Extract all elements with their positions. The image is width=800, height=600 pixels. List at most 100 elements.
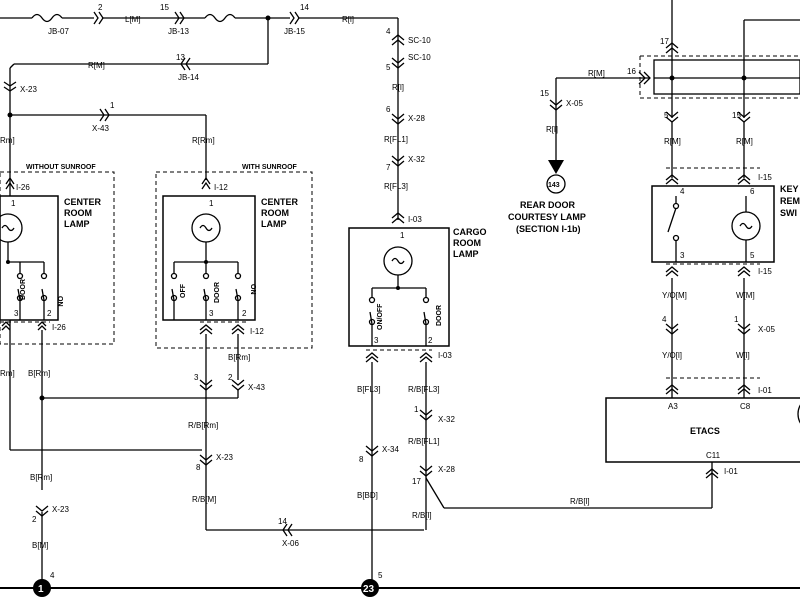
mid-left-wiring: B[Rm] 3 2 X-43 R/B[Rm] 8 X-23 R/B[M] 14 …: [10, 334, 424, 588]
diagram-label: 23: [363, 584, 375, 595]
diagram-label: 7: [386, 163, 391, 172]
rear-door-branch: R[M] 15 X-05 R[l] 143 REAR DOOR COURTESY…: [508, 69, 650, 234]
diagram-label: 17: [660, 37, 669, 46]
diagram-label: I-12: [250, 327, 264, 336]
x05a-connector: [549, 99, 563, 111]
key-remind-switch-box: [651, 185, 775, 263]
x23a-connector: [3, 81, 17, 92]
diagram-label: 4: [680, 187, 685, 196]
x43b-connector: [199, 379, 213, 391]
diagram-label: 143: [548, 182, 560, 189]
jb-connectors: 2 JB-07 15 JB-13 14 JB-15 L[M] R[l] 13 J…: [48, 3, 354, 82]
diagram-label: SC-10: [408, 36, 431, 45]
wire-r-rm: R[Rm]: [192, 136, 215, 145]
diagram-label: 4: [50, 571, 55, 580]
diagram-label: 1: [414, 405, 419, 414]
diagram-label: Rm]: [0, 369, 15, 378]
wire-w-m: W[M]: [736, 291, 755, 300]
diagram-label: ETACS: [690, 426, 720, 436]
diagram-label: I-12: [214, 183, 228, 192]
diagram-label: ON/OFF: [377, 303, 384, 330]
wire-b-rm-lower: B[Rm]: [30, 473, 52, 482]
ref-circle-143: [546, 174, 566, 194]
diagram-label: X-32: [438, 415, 455, 424]
diagram-label: 1: [209, 199, 214, 208]
diagram-label: 5: [664, 111, 669, 120]
wire-r-fl3: R[FL3]: [384, 182, 408, 191]
diagram-label: 4: [662, 315, 667, 324]
jb07-label: JB-07: [48, 27, 69, 36]
diagram-label: ROOM: [261, 208, 289, 218]
without-sunroof-label: WITHOUT SUNROOF: [26, 164, 96, 171]
diagram-label: X-43: [248, 383, 265, 392]
diagram-label: 5: [378, 571, 383, 580]
sc10a-connector: [391, 34, 405, 46]
diagram-label: LAMP: [261, 219, 287, 229]
wire-rb-l-right: R/B[l]: [570, 497, 590, 506]
jb07-connector: [93, 11, 104, 25]
wire-rb-m: R/B[M]: [192, 495, 216, 504]
x05b-connector: [665, 323, 679, 335]
diagram-label: LAMP: [453, 249, 479, 259]
diagram-label: 15: [540, 89, 549, 98]
diagram-label: 1: [11, 199, 16, 208]
diagram-label: 5: [386, 63, 391, 72]
wire-r-l-top: R[l]: [342, 15, 354, 24]
wire-r-m-key2: R[M]: [736, 137, 753, 146]
cargo-lower-wiring: B[FL3] R/B[FL3] 1 X-32 R/B[FL1] 8 X-34 1…: [357, 362, 712, 588]
diagram-label: DOOR: [436, 305, 443, 326]
without-sunroof-group: WITHOUT SUNROOF I-26 1 CENTER ROOM LAMP …: [0, 164, 115, 490]
diagram-label: 2: [428, 336, 433, 345]
diagram-label: ROOM: [64, 208, 92, 218]
diagram-label: C11: [706, 451, 721, 460]
diagram-label: SC-10: [408, 53, 431, 62]
with-sunroof-label: WITH SUNROOF: [242, 164, 298, 171]
x06-connector: [282, 523, 293, 537]
diagram-label: REAR DOOR: [520, 200, 576, 210]
diagram-label: I-03: [438, 351, 452, 360]
fuse-symbol-2: [204, 13, 236, 23]
diagram-label: 5: [750, 251, 755, 260]
diagram-label: X-05: [566, 99, 583, 108]
pin17-connector: [665, 42, 679, 54]
wire-rb-l-left: R/B[l]: [412, 511, 432, 520]
diagram-label: LAMP: [64, 219, 90, 229]
ground-marker-23: [361, 579, 379, 597]
diagram-label: X-28: [408, 114, 425, 123]
diagram-label: 8: [196, 463, 201, 472]
diagram-label: I-03: [408, 215, 422, 224]
diagram-label: CARGO: [453, 227, 487, 237]
wire-r-l-center: R[l]: [392, 83, 404, 92]
diagram-label: X-28: [438, 465, 455, 474]
wire-rb-fl3: R/B[FL3]: [408, 385, 440, 394]
wire-r-m-top: R[M]: [588, 69, 605, 78]
diagram-label: 1: [400, 231, 405, 240]
diagram-label: SWI: [780, 208, 797, 218]
diagram-label: 3: [194, 373, 199, 382]
wire-b-rm-left: B[Rm]: [28, 369, 50, 378]
wire-b-bd: B[BD]: [357, 491, 378, 500]
with-sunroof-group: WITH SUNROOF I-12 1 CENTER ROOM LAMP OFF…: [155, 164, 313, 349]
jb14-connector: [180, 57, 191, 71]
diagram-label: I-01: [724, 467, 738, 476]
diagram-label: ROOM: [453, 238, 481, 248]
diagram-label: I-01: [758, 386, 772, 395]
diagram-label: C8: [740, 402, 751, 411]
diagram-label: 1: [110, 101, 115, 110]
diagram-label: 14: [278, 517, 287, 526]
diagram-label: I-15: [758, 267, 772, 276]
diagram-label: 4: [386, 27, 391, 36]
cargo-room-lamp-group: 1 CARGO ROOM LAMP ON/OFF DOOR 3 2 I-03: [348, 227, 487, 363]
diagram-label: CENTER: [64, 197, 102, 207]
jb15-label: JB-15: [284, 27, 305, 36]
diagram-label: COURTESY LAMP: [508, 212, 586, 222]
diagram-label: 13: [176, 53, 185, 62]
wire-yo-l: Y/O[l]: [662, 351, 682, 360]
diagram-label: 2: [32, 515, 37, 524]
diagram-label: A3: [668, 402, 678, 411]
diagram-label: (SECTION I-1b): [516, 224, 581, 234]
wire-r-m-left: R[M]: [88, 61, 105, 70]
jb13-connector: [174, 11, 185, 25]
diagram-label: X-23: [20, 85, 37, 94]
